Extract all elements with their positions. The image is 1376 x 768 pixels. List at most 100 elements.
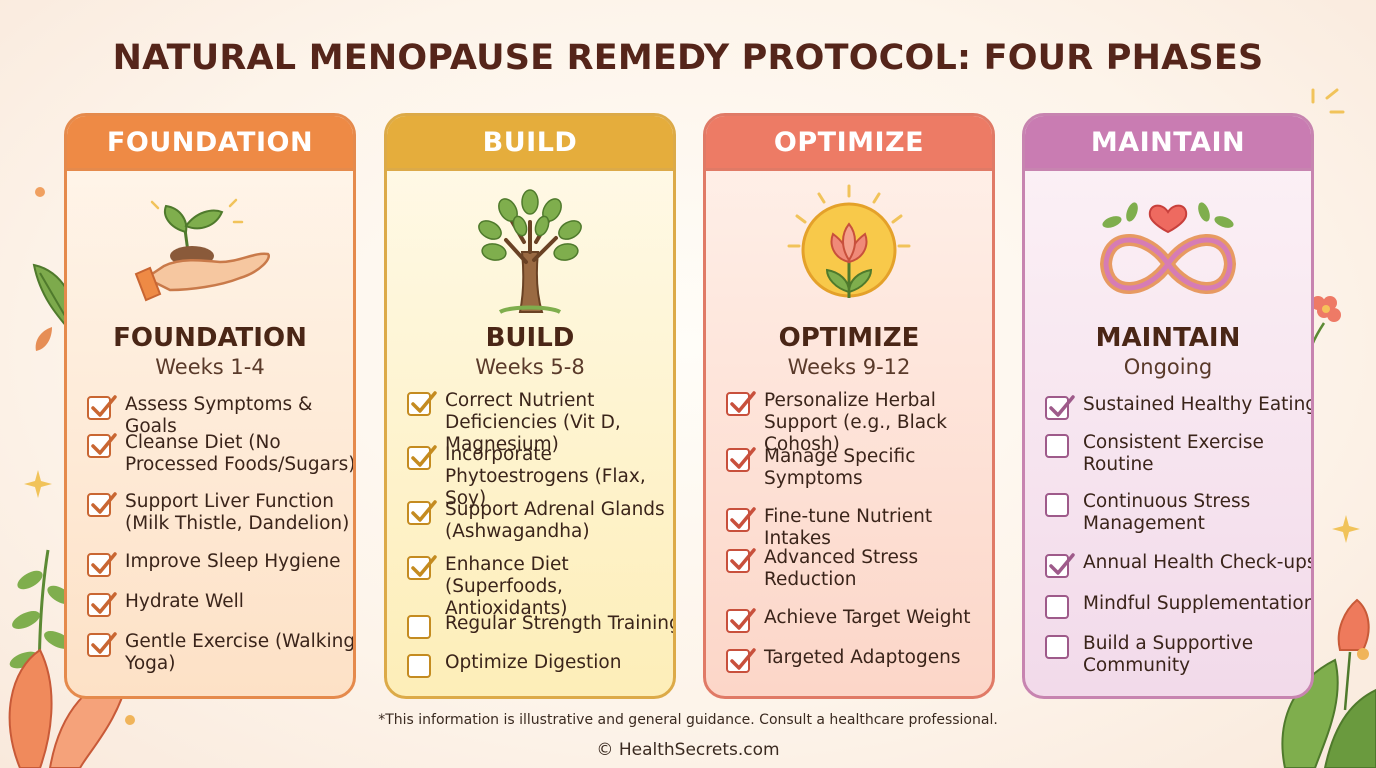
checklist-item: Advanced Stress Reduction [726, 547, 992, 591]
small-leaf-left-icon [35, 327, 52, 351]
sparkle-top-right-icon [1311, 88, 1345, 114]
checkmark-icon [1049, 395, 1075, 417]
checklist-item: Annual Health Check-ups [1045, 552, 1311, 578]
checklist-item-text: Advanced Stress Reduction [764, 547, 919, 590]
phase-name: FOUNDATION [113, 323, 307, 353]
checkbox-checked[interactable] [726, 548, 756, 573]
checklist-item: Optimize Digestion [407, 652, 673, 678]
checkmark-icon [411, 555, 437, 577]
checkbox-checked[interactable] [1045, 553, 1075, 578]
checkbox-checked[interactable] [726, 608, 756, 633]
checklist-item: Hydrate Well [87, 591, 353, 617]
checklist-item: Incorporate Phytoestrogens (Flax, Soy) [407, 444, 673, 510]
checklist-item: Continuous Stress Management [1045, 491, 1311, 535]
checklist-item-text: Assess Symptoms & Goals [125, 394, 313, 437]
checklist-item-text: Targeted Adaptogens [764, 647, 961, 668]
tree-icon [478, 189, 582, 314]
checkbox-unchecked[interactable] [407, 654, 431, 678]
page-title: NATURAL MENOPAUSE REMEDY PROTOCOL: FOUR … [112, 38, 1264, 78]
phase-card-optimize: OPTIMIZE OPTIMIZE Weeks 9-12 Personalize… [703, 113, 995, 699]
checkbox-unchecked[interactable] [407, 615, 431, 639]
sparkle-left-icon [24, 470, 52, 498]
checkbox-checked[interactable] [726, 391, 756, 416]
checklist-item: Assess Symptoms & Goals [87, 394, 353, 438]
checklist-item-text: Consistent Exercise Routine [1083, 432, 1264, 475]
checklist-item: Support Liver Function (Milk Thistle, Da… [87, 491, 353, 535]
checkmark-icon [411, 445, 437, 467]
checkbox-checked[interactable] [407, 555, 437, 580]
checkbox-checked[interactable] [87, 433, 117, 458]
phase-header: BUILD [387, 116, 673, 171]
checkbox-checked[interactable] [726, 507, 756, 532]
checkbox-checked[interactable] [87, 492, 117, 517]
checklist-item: Manage Specific Symptoms [726, 446, 992, 490]
checkbox-checked[interactable] [407, 391, 437, 416]
checklist-item: Regular Strength Training [407, 613, 676, 639]
checkmark-icon [91, 433, 117, 455]
phase-illustration [387, 182, 673, 322]
checkmark-icon [91, 592, 117, 614]
checklist-item: Support Adrenal Glands (Ashwagandha) [407, 499, 673, 543]
checklist-item-text: Optimize Digestion [445, 652, 622, 673]
checklist-item: Improve Sleep Hygiene [87, 551, 353, 577]
disclaimer-text: *This information is illustrative and ge… [378, 712, 998, 728]
checkmark-icon [411, 500, 437, 522]
checklist-item: Gentle Exercise (Walking, Yoga) [87, 631, 356, 675]
phase-duration: Weeks 9-12 [787, 355, 911, 379]
checkbox-checked[interactable] [87, 395, 117, 420]
checklist-item: Build a Supportive Community [1045, 633, 1311, 677]
checkmark-icon [730, 391, 756, 413]
phase-card-build: BUILD BUILD Weeks 5-8 Correct Nutrient D… [384, 113, 676, 699]
checklist-item: Sustained Healthy Eating [1045, 394, 1314, 420]
phase-card-foundation: FOUNDATION FOUNDATION Weeks 1-4 Assess S… [64, 113, 356, 699]
checklist-item: Enhance Diet (Superfoods, Antioxidants) [407, 554, 673, 620]
checklist-item-text: Gentle Exercise (Walking, Yoga) [125, 631, 356, 674]
checkmark-icon [411, 391, 437, 413]
phase-name: MAINTAIN [1095, 323, 1241, 353]
checklist-item-text: Continuous Stress Management [1083, 491, 1251, 534]
checkmark-icon [91, 632, 117, 654]
dot-left-icon [35, 187, 45, 197]
checklist-item-text: Mindful Supplementation [1083, 593, 1314, 614]
checklist-item-text: Achieve Target Weight [764, 607, 971, 628]
checkbox-checked[interactable] [1045, 395, 1075, 420]
checklist-item-text: Sustained Healthy Eating [1083, 394, 1314, 415]
checklist-item: Targeted Adaptogens [726, 647, 992, 673]
checkbox-checked[interactable] [726, 648, 756, 673]
checklist-item-text: Correct Nutrient Deficiencies (Vit D, Ma… [445, 390, 621, 455]
checkmark-icon [1049, 553, 1075, 575]
sparkle-right-icon [1332, 515, 1360, 543]
infinity-heart-icon [1099, 202, 1237, 294]
checkbox-checked[interactable] [726, 447, 756, 472]
checkbox-checked[interactable] [407, 445, 437, 470]
phase-illustration [1025, 182, 1311, 322]
checklist-item: Consistent Exercise Routine [1045, 432, 1311, 476]
checkbox-unchecked[interactable] [1045, 595, 1069, 619]
checklist-item-text: Regular Strength Training [445, 613, 676, 634]
checklist-item-text: Improve Sleep Hygiene [125, 551, 341, 572]
checklist-item: Achieve Target Weight [726, 607, 992, 633]
checkbox-unchecked[interactable] [1045, 493, 1069, 517]
checklist-item: Cleanse Diet (No Processed Foods/Sugars) [87, 432, 356, 476]
hand-sprout-icon [134, 198, 270, 302]
checklist-item-text: Hydrate Well [125, 591, 244, 612]
checkbox-checked[interactable] [87, 632, 117, 657]
checkbox-checked[interactable] [87, 552, 117, 577]
copyright-text: © HealthSecrets.com [596, 740, 780, 760]
checkbox-checked[interactable] [87, 592, 117, 617]
plant-bottom-right-icon [1281, 598, 1376, 768]
checklist-item: Personalize Herbal Support (e.g., Black … [726, 390, 992, 456]
checkbox-unchecked[interactable] [1045, 434, 1069, 458]
phase-name: BUILD [485, 323, 575, 353]
phase-duration: Ongoing [1123, 355, 1213, 379]
checklist-item: Correct Nutrient Deficiencies (Vit D, Ma… [407, 390, 673, 456]
phase-header: MAINTAIN [1025, 116, 1311, 171]
checkmark-icon [730, 608, 756, 630]
checkmark-icon [730, 447, 756, 469]
phase-name: OPTIMIZE [778, 323, 920, 353]
checklist-item-text: Cleanse Diet (No Processed Foods/Sugars) [125, 432, 356, 475]
checkbox-checked[interactable] [407, 500, 437, 525]
checkmark-icon [730, 507, 756, 529]
checkmark-icon [91, 492, 117, 514]
checkbox-unchecked[interactable] [1045, 635, 1069, 659]
